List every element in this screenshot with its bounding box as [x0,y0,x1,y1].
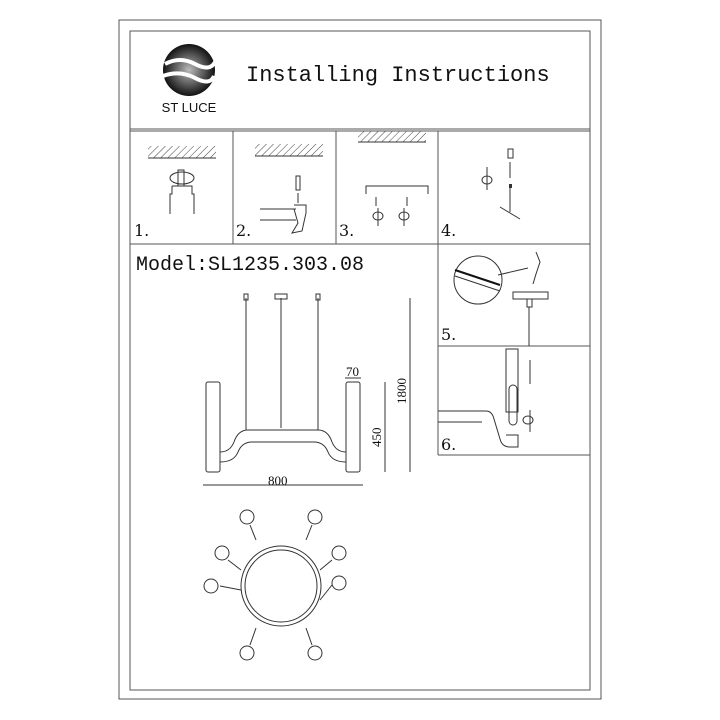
step-1-label: 1. [134,221,149,240]
step-4-label: 4. [441,221,456,240]
step-4-cable-illustration [481,148,521,220]
fixture-top-view [203,509,347,661]
dimension-lamp-width: 70 [346,364,359,379]
dimension-height: 450 [369,428,384,448]
dimension-width: 800 [268,473,288,488]
step-3-label: 3. [339,221,354,240]
step-3-bracket-illustration [358,131,429,226]
step-6-label: 6. [441,435,456,454]
step-5-label: 5. [441,325,456,344]
inner-border [129,30,591,691]
outer-border [118,19,602,700]
brand-name: ST LUCE [162,100,217,115]
model-number: Model:SL1235.303.08 [136,254,364,277]
page-title: Installing Instructions [246,63,550,88]
step-2-label: 2. [236,221,251,240]
step-2-hammer-illustration [255,144,323,234]
step-5-wiring-illustration [453,251,549,346]
fixture-side-view [203,293,411,486]
brand-logo: ST LUCE [162,44,217,115]
step-1-drill-illustration [148,146,216,214]
step-6-lamp-illustration [438,348,534,448]
dimension-total-height: 1800 [394,378,409,404]
